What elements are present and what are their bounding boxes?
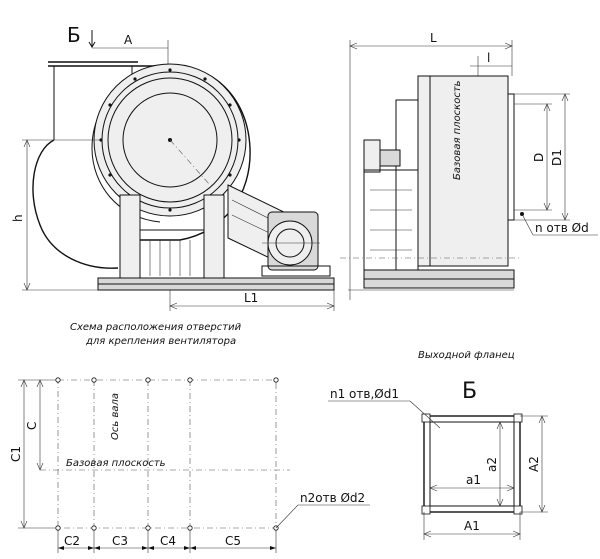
dim-c-label: C xyxy=(25,422,39,430)
shaft-axis-label: Ось вала xyxy=(110,393,121,440)
dim-c3-label: C3 xyxy=(112,534,128,548)
outlet-flange: Выходной фланец Б n1 отв,Ød1 а1 а2 A2 xyxy=(328,350,548,540)
front-view: Б A xyxy=(11,23,335,311)
side-base-plane-label: Базовая плоскость xyxy=(452,80,463,180)
layout-base-plane-label: Базовая плоскость xyxy=(66,458,166,469)
dim-l-small-label: l xyxy=(487,51,490,65)
dim-c4-label: C4 xyxy=(160,534,176,548)
hole-layout-caption-1: Схема расположения отверстий xyxy=(70,322,242,333)
side-view: L l Базовая плоскость xyxy=(340,31,598,300)
section-letter-b-flange: Б xyxy=(462,379,477,404)
dim-c5-label: C5 xyxy=(225,534,241,548)
hole-layout: Схема расположения отверстий для креплен… xyxy=(9,322,370,553)
inlet-opening xyxy=(122,92,218,188)
dim-d1-label: D1 xyxy=(550,149,564,166)
side-holes-label: n отв Ød xyxy=(535,221,589,235)
section-letter-b-front: Б xyxy=(67,23,81,47)
dim-c1-label: C1 xyxy=(9,446,23,462)
outlet-flange-title: Выходной фланец xyxy=(418,350,515,361)
n2-holes-label: n2отв Ød2 xyxy=(300,491,365,505)
dim-a2-inner-label: а2 xyxy=(485,457,499,472)
dim-l-label: L xyxy=(430,31,437,45)
n1-holes-label: n1 отв,Ød1 xyxy=(330,387,399,401)
dim-a-label: A xyxy=(124,33,133,47)
dim-l1-label: L1 xyxy=(244,291,258,305)
dim-d-label: D xyxy=(532,153,546,162)
hole-layout-caption-2: для крепления вентилятора xyxy=(85,336,236,347)
dim-h-label: h xyxy=(11,214,25,222)
dim-c2-label: C2 xyxy=(64,534,80,548)
dim-a1-label: A1 xyxy=(464,519,480,533)
dim-a1-inner-label: а1 xyxy=(466,473,481,487)
housing-side xyxy=(417,75,509,267)
dim-a2-label: A2 xyxy=(527,456,541,472)
